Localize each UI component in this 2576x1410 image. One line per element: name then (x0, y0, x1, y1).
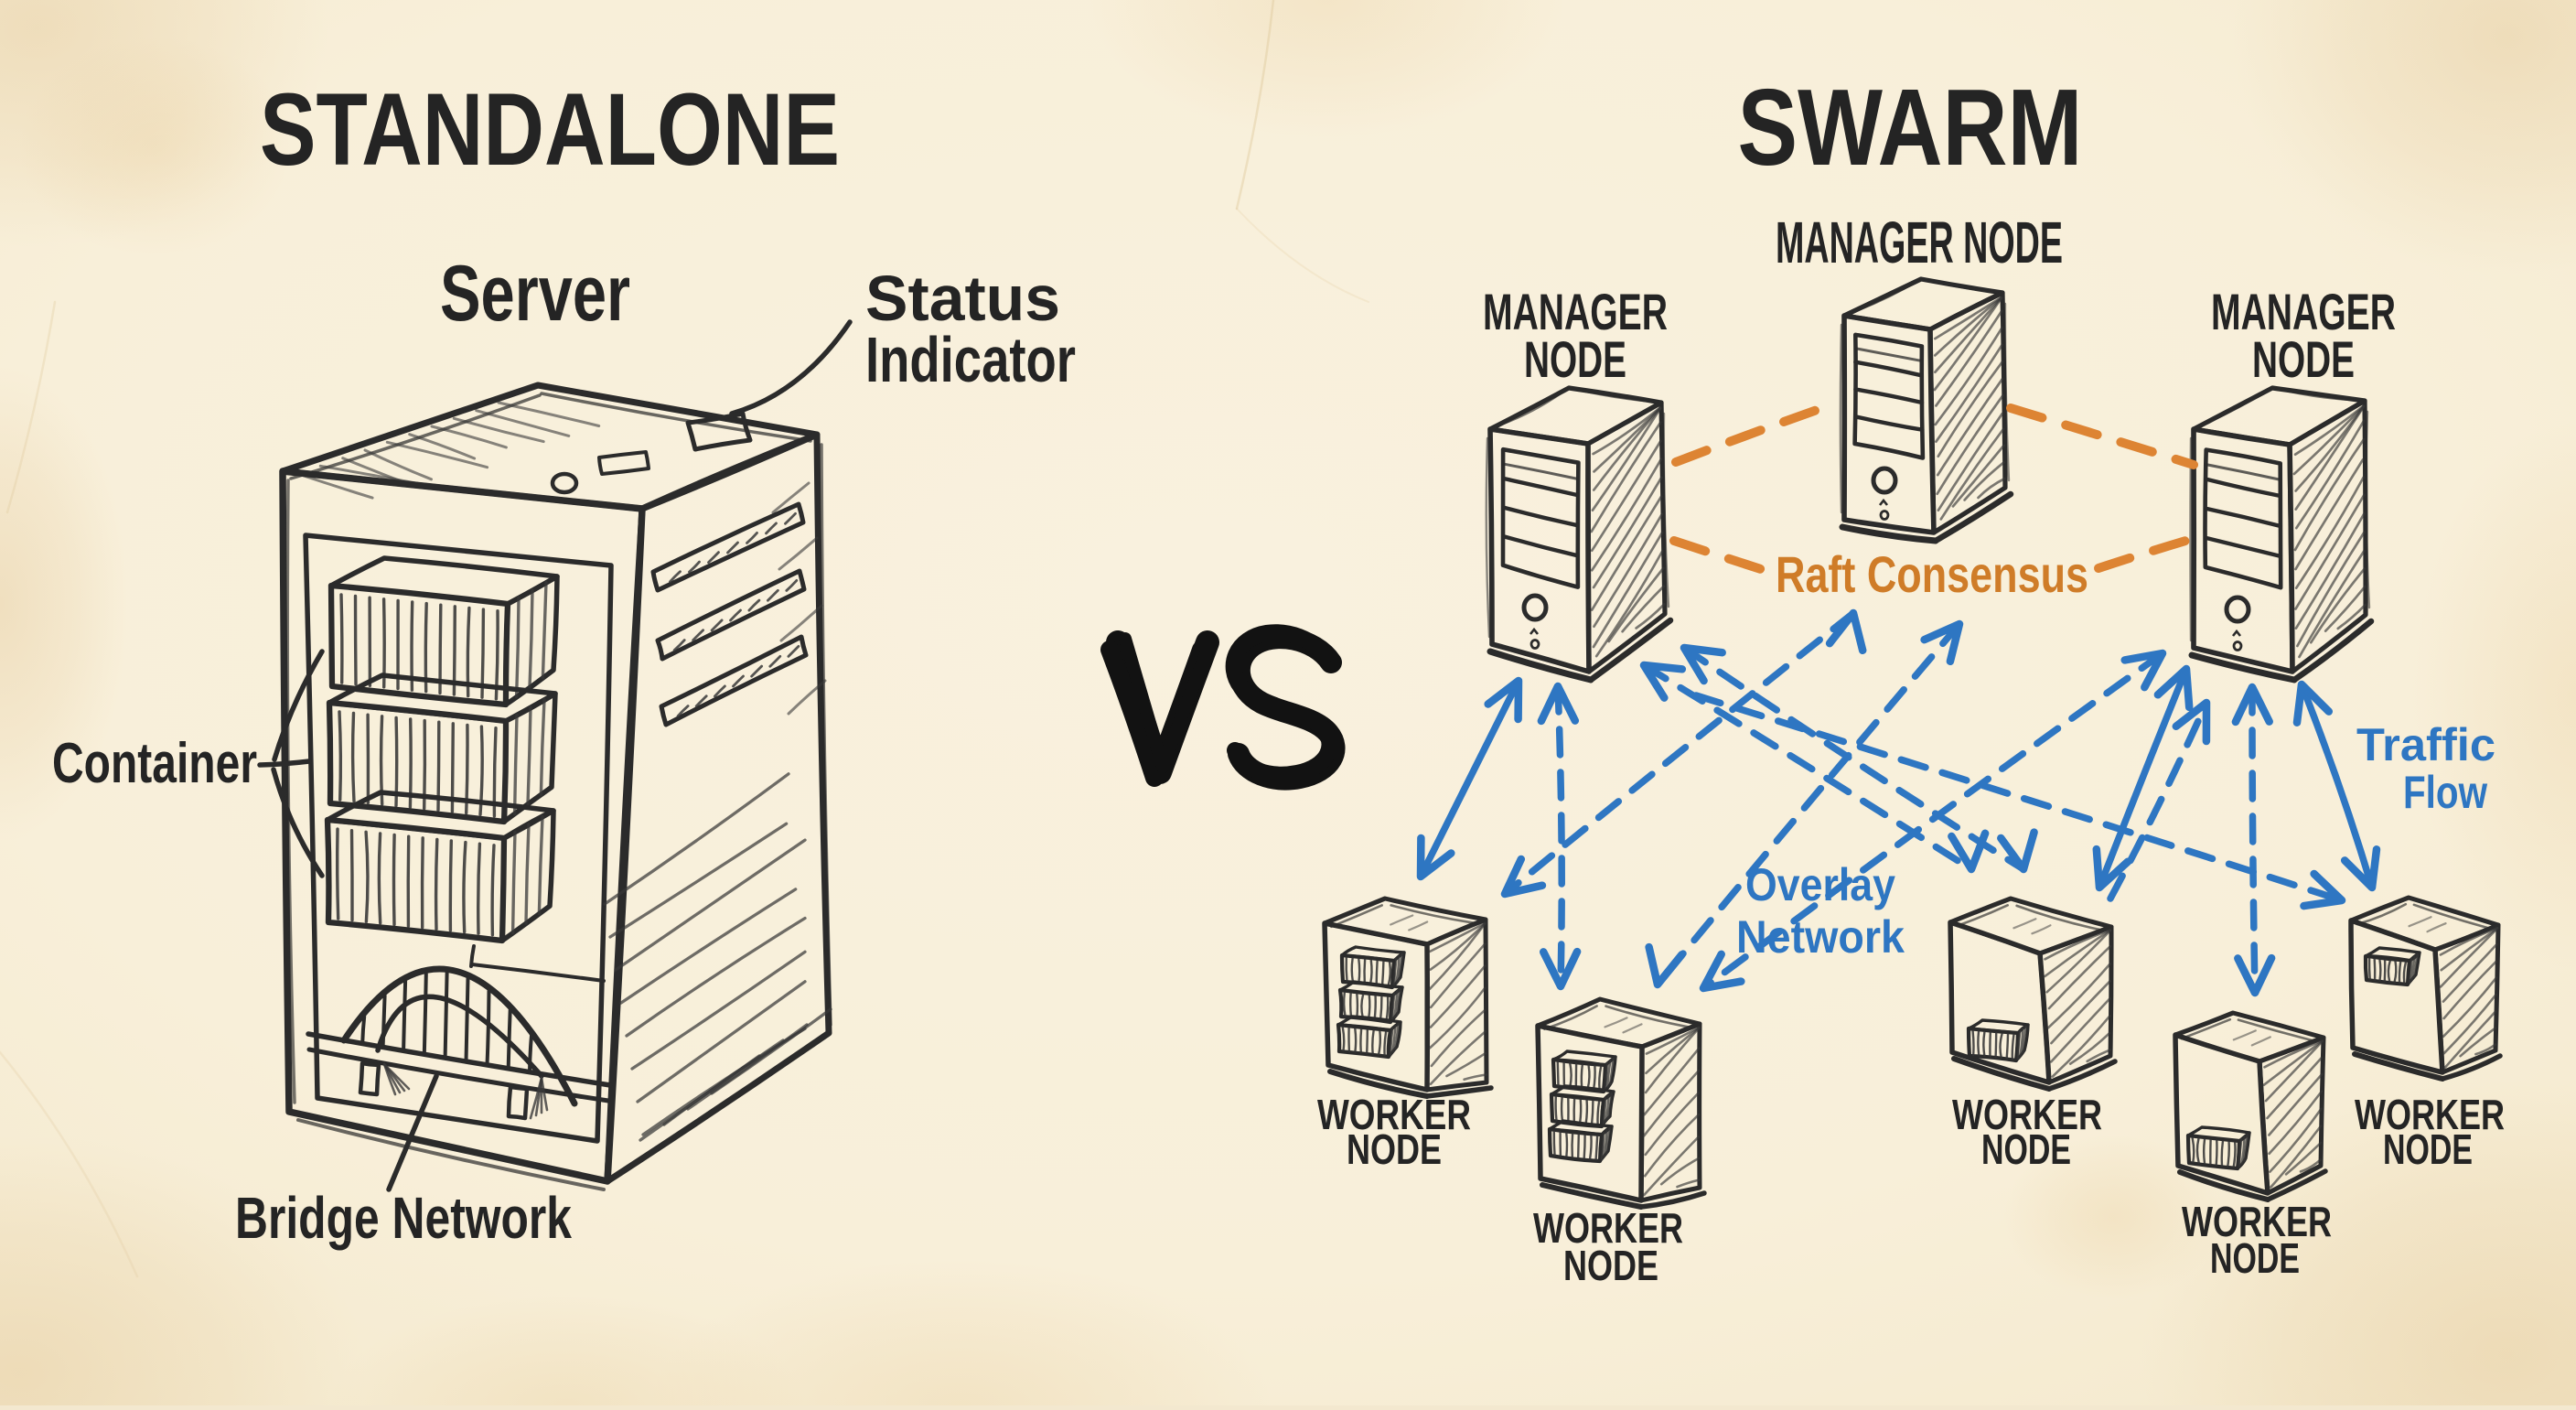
svg-text:WORKER: WORKER (1952, 1091, 2102, 1138)
svg-text:Raft Consensus: Raft Consensus (1776, 545, 2088, 603)
svg-text:WORKER: WORKER (2355, 1091, 2505, 1138)
svg-text:Network: Network (1736, 911, 1905, 963)
svg-text:MANAGER NODE: MANAGER NODE (1776, 210, 2063, 275)
svg-text:Bridge Network: Bridge Network (235, 1185, 572, 1251)
svg-text:STANDALONE: STANDALONE (260, 72, 840, 187)
svg-text:NODE: NODE (1347, 1125, 1442, 1173)
svg-text:Server: Server (440, 250, 630, 338)
svg-text:WORKER: WORKER (2182, 1198, 2332, 1245)
svg-text:MANAGER: MANAGER (2211, 283, 2396, 340)
svg-text:Flow: Flow (2403, 767, 2487, 818)
svg-text:WORKER: WORKER (1533, 1204, 1683, 1252)
svg-text:Status: Status (865, 263, 1060, 334)
svg-text:NODE: NODE (2210, 1234, 2300, 1282)
svg-text:NODE: NODE (1524, 330, 1626, 388)
svg-text:WORKER: WORKER (1317, 1091, 1471, 1138)
svg-text:Container: Container (52, 732, 257, 795)
svg-text:MANAGER: MANAGER (1483, 283, 1668, 340)
svg-text:Indicator: Indicator (865, 324, 1076, 395)
svg-text:NODE: NODE (1981, 1125, 2071, 1173)
svg-text:NODE: NODE (1563, 1242, 1658, 1289)
svg-text:NODE: NODE (2252, 330, 2355, 388)
svg-text:SWARM: SWARM (1738, 67, 2083, 188)
svg-text:Overlay: Overlay (1745, 859, 1895, 910)
svg-text:Traffic: Traffic (2356, 719, 2496, 770)
svg-text:NODE: NODE (2383, 1125, 2473, 1173)
